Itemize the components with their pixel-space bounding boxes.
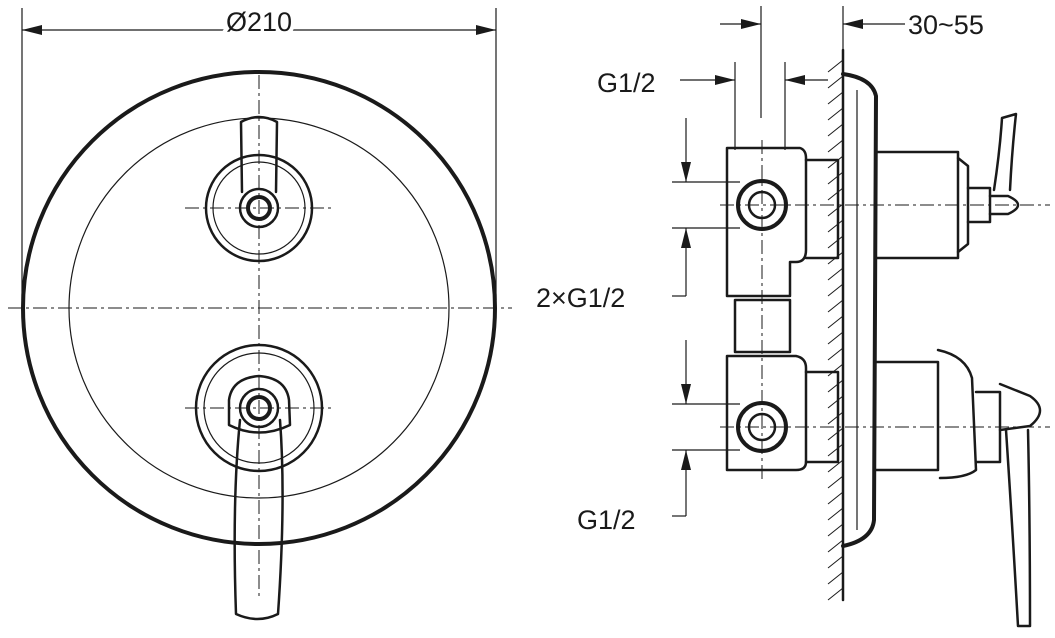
wall-hatch-line xyxy=(827,219,844,233)
cover-plate-profile xyxy=(841,72,878,548)
wall-hatch-line xyxy=(827,267,844,281)
wall-hatch-line xyxy=(827,283,844,297)
wall-hatch-line xyxy=(827,299,844,313)
wall-hatch-line xyxy=(827,443,844,457)
top-connection-dimension: G1/2 xyxy=(597,62,828,150)
mixer-handle xyxy=(194,343,324,621)
depth-range-label: 30~55 xyxy=(908,10,984,40)
front-view: Ø210 xyxy=(8,3,512,621)
mixer-handle-side xyxy=(874,348,1042,628)
wall-hatch-line xyxy=(827,363,844,377)
wall-hatch-line xyxy=(827,235,844,249)
top-connection-label: G1/2 xyxy=(597,68,656,98)
wall-hatch-line xyxy=(827,395,844,409)
wall-hatch-line xyxy=(827,139,844,153)
diameter-dimension: Ø210 xyxy=(21,3,497,300)
wall-hatch-line xyxy=(827,379,844,393)
wall-hatch-line xyxy=(827,507,844,521)
diverter-handle-side xyxy=(874,112,1020,260)
wall-hatch-line xyxy=(827,91,844,105)
wall-hatch-line xyxy=(827,347,844,361)
wall-hatch-line xyxy=(827,571,844,585)
bottom-connection-dimension: G1/2 xyxy=(577,340,740,535)
wall-hatch-line xyxy=(827,203,844,217)
wall-hatch-line xyxy=(827,475,844,489)
wall-hatch-line xyxy=(827,555,844,569)
wall-hatch-line xyxy=(827,315,844,329)
depth-dimension: 30~55 xyxy=(720,6,984,118)
side-view: 30~55 G1/2 2×G1/2 xyxy=(536,6,1050,628)
wall-section xyxy=(827,48,845,602)
cover-plate-outer xyxy=(21,70,497,546)
wall-hatch-line xyxy=(827,75,844,89)
bottom-connection-label: G1/2 xyxy=(577,505,636,535)
wall-hatch-line xyxy=(827,107,844,121)
wall-hatch-line xyxy=(827,155,844,169)
wall-hatch-line xyxy=(827,539,844,553)
wall-hatch-line xyxy=(827,411,844,425)
valve-body xyxy=(720,140,1050,480)
wall-hatch-line xyxy=(827,491,844,505)
diameter-label: Ø210 xyxy=(226,7,292,37)
wall-hatch-line xyxy=(827,123,844,137)
diverter-handle xyxy=(204,115,314,263)
wall-hatch-line xyxy=(827,171,844,185)
wall-hatch-line xyxy=(827,587,844,601)
wall-hatch-line xyxy=(827,331,844,345)
wall-hatch-line xyxy=(827,427,844,441)
middle-connections-label: 2×G1/2 xyxy=(536,283,625,313)
wall-hatch-line xyxy=(827,187,844,201)
wall-hatch-line xyxy=(827,523,844,537)
middle-connections-dimension: 2×G1/2 xyxy=(536,118,740,313)
wall-hatch-line xyxy=(827,459,844,473)
wall-hatch-line xyxy=(827,59,844,73)
